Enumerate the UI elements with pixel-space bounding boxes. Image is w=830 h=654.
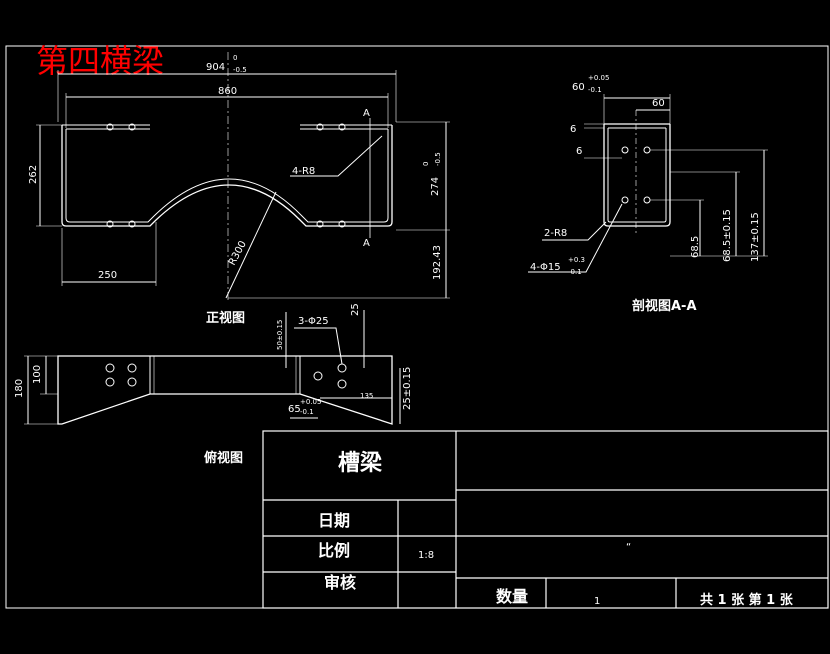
section-hole (643, 196, 651, 204)
dim-137-tol: 137±0.15 (750, 212, 761, 262)
beam-outline-inner (65, 129, 389, 223)
sheet-info: 共 1 张 第 1 张 (700, 592, 794, 608)
bolt-hole (128, 123, 136, 131)
title-block-text: 槽梁 日期 比例 1:8 审核 数量 1 共 1 张 第 1 张 “ (318, 451, 794, 608)
quantity-label: 数量 (496, 587, 528, 606)
section-mark-a-bottom: A (363, 238, 370, 249)
row-date: 日期 (318, 511, 350, 530)
tol-274-lower: -0.5 (434, 152, 442, 166)
section-hole (643, 146, 651, 154)
dim-135: 135 (360, 392, 373, 400)
part-name: 槽梁 (338, 451, 382, 476)
top-view-hole (105, 363, 115, 373)
tol-65-lower: -0.1 (300, 408, 314, 416)
radius-r300: R300 (227, 239, 249, 267)
dim-68-5: 68.5 (690, 236, 701, 258)
bolt-hole (106, 123, 114, 131)
top-view-hole (105, 377, 115, 387)
section-hole (621, 196, 629, 204)
top-view-hole (127, 363, 137, 373)
row-review: 审核 (324, 573, 356, 592)
dim-60-right: 60 (652, 98, 665, 109)
scale-value: 1:8 (418, 550, 434, 561)
section-view-label: 剖视图A-A (632, 298, 697, 314)
bolt-hole (128, 220, 136, 228)
hole-3-phi25: 3-Φ25 (298, 316, 329, 327)
dim-100: 100 (32, 365, 43, 384)
front-view-text: 904 0 -0.5 860 262 274 0 -0.5 192.43 250… (28, 54, 443, 326)
dim-65: 65 (288, 404, 301, 415)
top-view-text: 180 100 50±0.15 3-Φ25 25 25±0.15 135 65 … (14, 303, 413, 466)
front-view (36, 52, 450, 300)
dim-60-top: 60 (572, 82, 585, 93)
title-block (262, 430, 829, 609)
row-scale: 比例 (318, 541, 350, 560)
tol-hole-upper: +0.3 (568, 256, 585, 264)
dim-250: 250 (98, 270, 117, 281)
fillet-2-r8: 2-R8 (544, 228, 567, 239)
top-view-hole (337, 363, 347, 373)
tol-60-upper: +0.05 (588, 74, 609, 82)
quantity-value: 1 (594, 596, 600, 607)
dim-192-43: 192.43 (432, 245, 443, 280)
dim-274: 274 (430, 177, 441, 196)
dim-860: 860 (218, 86, 237, 97)
tol-hole-lower: -0.1 (568, 268, 582, 276)
title-block-mark: “ (626, 542, 631, 553)
front-view-label: 正视图 (206, 310, 245, 326)
top-view-label: 俯视图 (204, 450, 243, 466)
dim-50-tol: 50±0.15 (276, 320, 284, 350)
tol-274-upper: 0 (422, 162, 430, 166)
top-view-hole (313, 371, 323, 381)
beam-outline-outer (61, 125, 393, 227)
tol-65-upper: +0.05 (300, 398, 321, 406)
top-view-hole (337, 379, 347, 389)
dim-25: 25 (350, 303, 361, 316)
radius-leader (225, 191, 277, 299)
dim-68-5-tol: 68.5±0.15 (722, 209, 733, 262)
dim-6b: 6 (576, 146, 582, 157)
bolt-hole (316, 123, 324, 131)
tol-904-lower: -0.5 (233, 66, 247, 74)
bolt-hole (338, 123, 346, 131)
section-hole (621, 146, 629, 154)
top-view (24, 310, 401, 425)
dim-904: 904 (206, 62, 225, 73)
dim-262: 262 (28, 165, 39, 184)
fillet-4-r8: 4-R8 (292, 166, 315, 177)
bolt-hole (106, 220, 114, 228)
tol-904-upper: 0 (233, 54, 237, 62)
top-view-hole (127, 377, 137, 387)
dim-25-tol: 25±0.15 (402, 367, 413, 410)
drawing-frame (5, 45, 829, 609)
section-mark-a-top: A (363, 108, 370, 119)
fillet-leader (290, 135, 383, 177)
hole-4-phi15: 4-Φ15 (530, 262, 561, 273)
section-view-text: 60 +0.05 -0.1 60 6 6 2-R8 4-Φ15 +0.3 -0.… (530, 74, 761, 314)
dim-6a: 6 (570, 124, 576, 135)
dim-180: 180 (14, 379, 25, 398)
section-view (528, 94, 768, 273)
bolt-hole (316, 220, 324, 228)
bolt-hole (338, 220, 346, 228)
tol-60-lower: -0.1 (588, 86, 602, 94)
